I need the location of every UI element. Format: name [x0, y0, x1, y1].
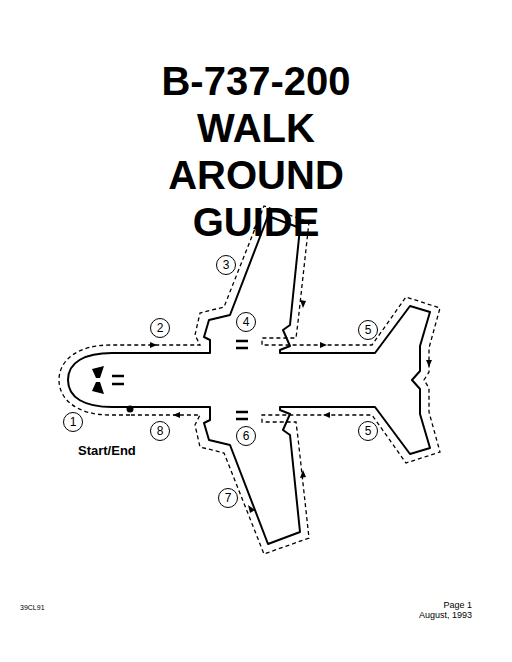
callout-number: 7 — [218, 488, 238, 508]
nose-gear-symbol — [112, 376, 124, 384]
page-footer: Page 1 — [443, 600, 472, 610]
document-code: 39CL91 — [20, 604, 45, 611]
callout-number: 6 — [236, 426, 256, 446]
callout-number: 1 — [63, 412, 83, 432]
route-arrows — [150, 221, 432, 513]
aircraft-outline — [68, 216, 430, 544]
walk-route — [59, 206, 440, 554]
start-point — [127, 406, 134, 413]
callout-number: 2 — [150, 318, 170, 338]
main-gear-symbol — [236, 341, 248, 419]
callout-number: 5 — [358, 320, 378, 340]
page-footer: August, 1993 — [419, 610, 472, 620]
start-end-label: Start/End — [78, 443, 136, 458]
callout-number: 5 — [358, 421, 378, 441]
cockpit-windows — [92, 366, 104, 394]
callout-number: 8 — [150, 421, 170, 441]
page-title: B-737-200 WALK AROUND GUIDE — [116, 58, 396, 246]
callout-number: 4 — [236, 312, 256, 332]
callout-number: 3 — [216, 255, 236, 275]
